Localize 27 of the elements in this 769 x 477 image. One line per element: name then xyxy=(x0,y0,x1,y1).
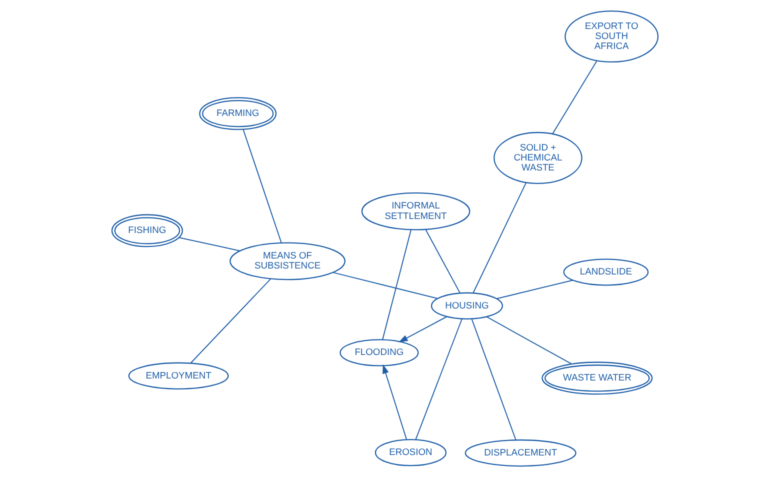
node-ellipse: EXPORT TO SOUTH AFRICA xyxy=(564,10,658,63)
node-ellipse: INFORMAL SETTLEMENT xyxy=(360,192,470,230)
connector xyxy=(496,280,572,300)
connector xyxy=(382,230,411,340)
arrow xyxy=(398,316,447,342)
node-ellipse: DISPLACEMENT xyxy=(464,439,576,467)
connector xyxy=(178,237,240,252)
node-ellipse: FARMING xyxy=(198,97,276,130)
arrow xyxy=(382,364,407,440)
node-ellipse: EMPLOYMENT xyxy=(128,362,228,390)
node-ellipse: EROSION xyxy=(374,439,446,466)
node-ellipse: MEANS OF SUBSISTENCE xyxy=(229,242,345,280)
connector xyxy=(190,278,271,364)
connector xyxy=(486,316,572,364)
connector xyxy=(332,272,438,300)
node-ellipse: LANDSLIDE xyxy=(562,258,648,286)
node-ellipse: HOUSING xyxy=(430,292,502,320)
node-ellipse: FLOODING xyxy=(339,339,418,366)
connector xyxy=(472,182,526,294)
connector xyxy=(424,229,460,294)
node-ellipse: SOLID + CHEMICAL WASTE xyxy=(493,132,582,184)
node-ellipse: WASTE WATER xyxy=(541,362,652,395)
connector xyxy=(414,318,462,440)
connector xyxy=(242,129,282,243)
node-ellipse: FISHING xyxy=(110,214,182,248)
connector xyxy=(470,318,516,440)
connector xyxy=(552,60,597,134)
